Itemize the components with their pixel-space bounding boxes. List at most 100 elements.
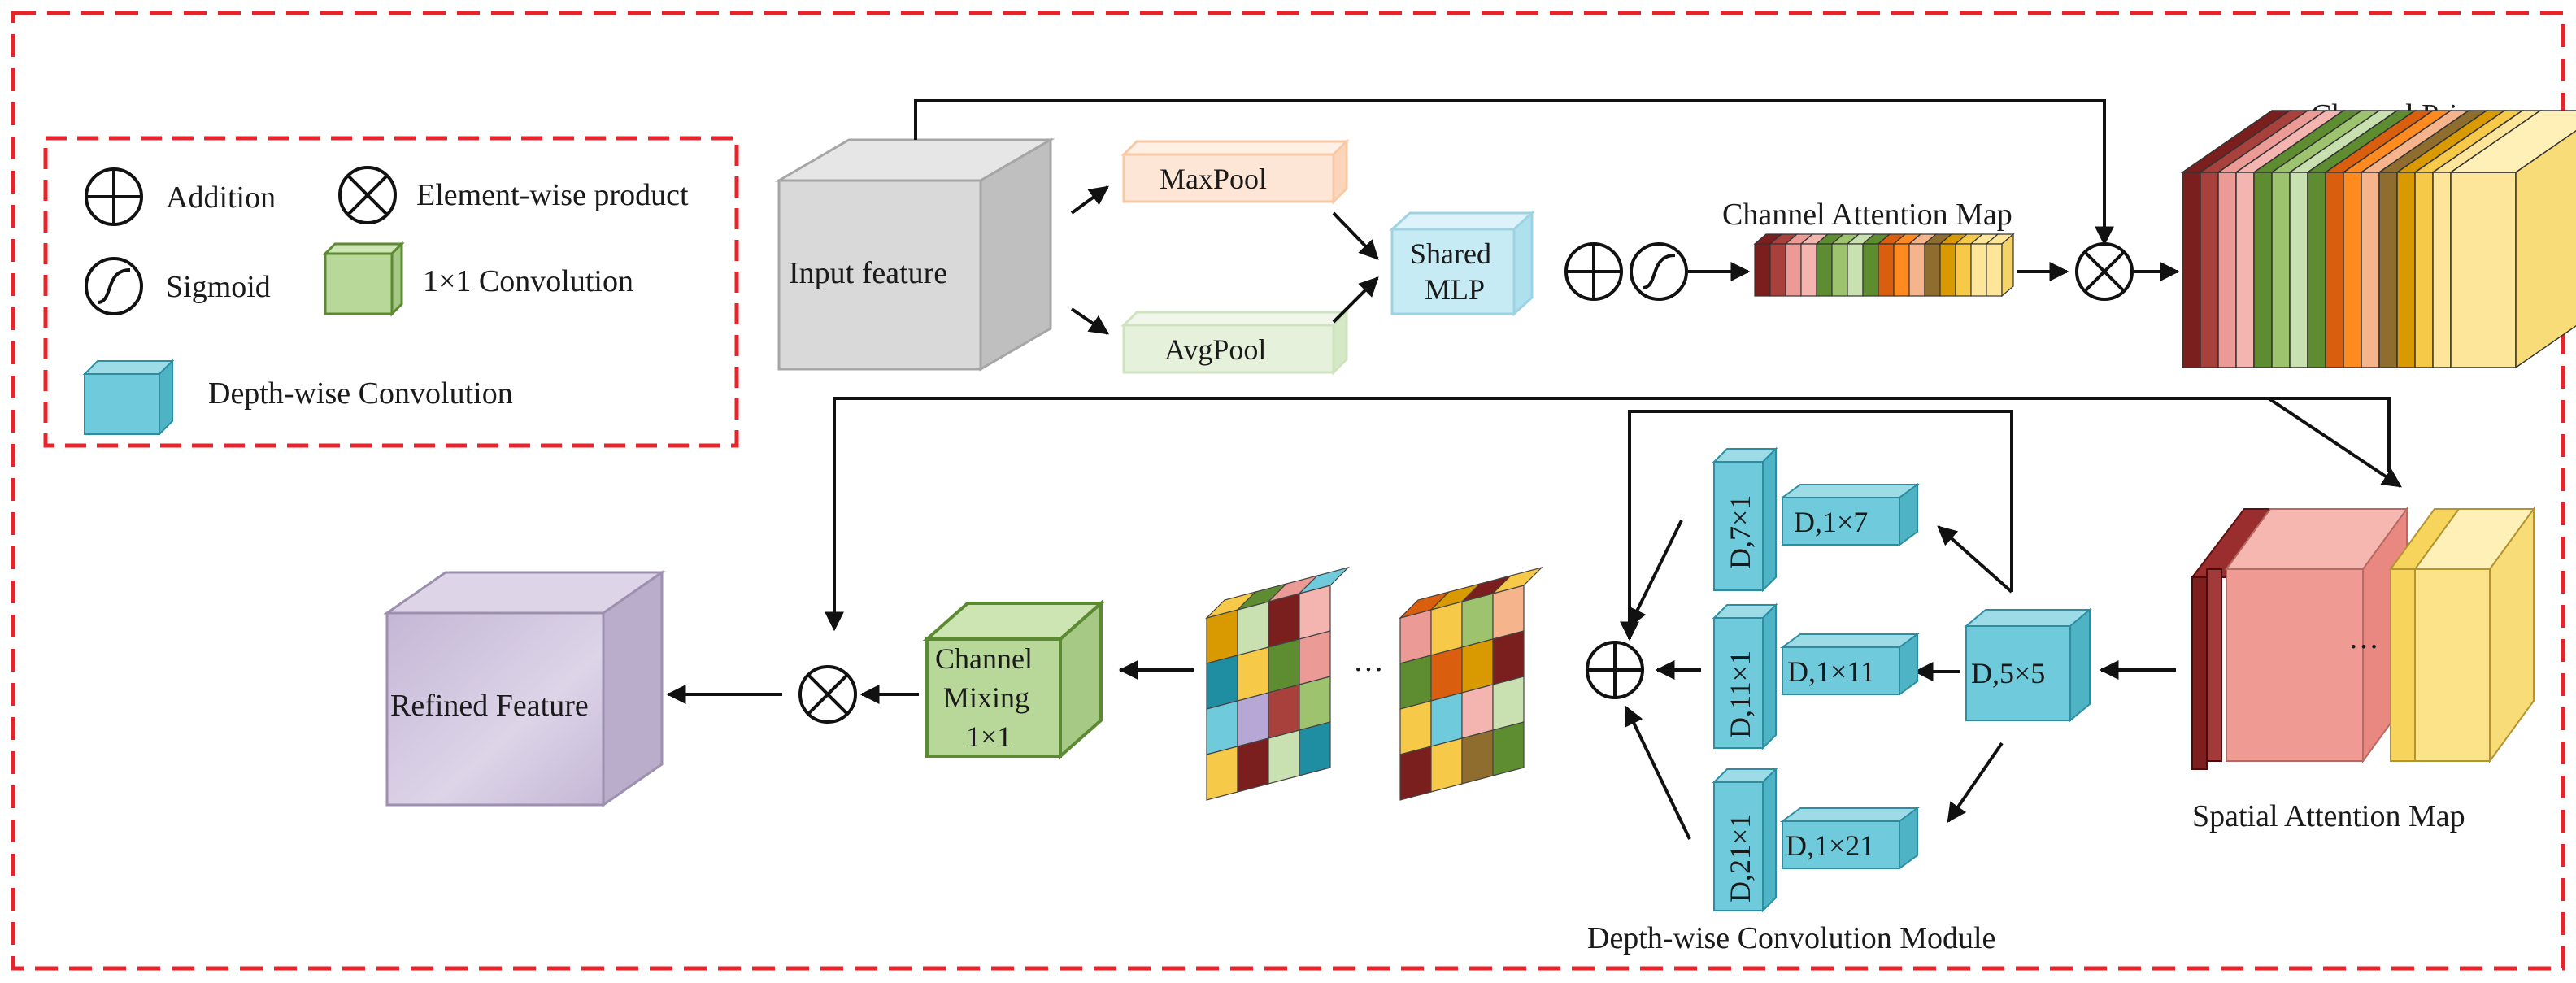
cam-cell [1847,243,1864,297]
channel-mixing-label-line1: Channel [935,642,1033,675]
channel-prior-stack [2180,110,2576,369]
input-feature-label: Input feature [789,256,947,290]
prior-slice [2432,172,2452,368]
d1x11-block [1779,633,1921,696]
product-op-top [2075,242,2134,301]
arrow-branch3-to-addition [1625,705,1691,840]
cam-cell [1862,243,1879,297]
prior-slice [2253,172,2273,368]
prior-slice [2414,172,2434,368]
shared-mlp-label-line1: Shared [1410,237,1491,270]
avgpool-label: AvgPool [1164,333,1266,366]
addition-op-bottom [1586,641,1644,699]
channel-mixing-label-line2: Mixing [943,681,1029,714]
feature-grid-right [1399,566,1543,801]
grid-cell [1461,729,1494,785]
arrow-d5x5-to-branch1 [1937,525,2013,594]
grid-cell [1461,638,1494,694]
grid-cell [1299,630,1331,685]
d21x1-block [1712,767,1778,913]
arrow-avgpool-to-mlp [1332,276,1379,324]
cam-cell [1955,243,1972,297]
cam-cell [1986,243,2003,297]
addition-op-top [1564,242,1623,301]
grid-top-cell [1298,566,1350,595]
skip-line-top [914,99,2114,246]
d1x21-block [1779,807,1921,870]
grid-cell [1430,737,1463,793]
maxpool-label: MaxPool [1160,163,1267,195]
prior-slice [2307,172,2326,368]
grid-cell [1206,655,1238,710]
d1x11-label: D,1×11 [1787,655,1875,688]
arrow-to-spatial-map [2267,397,2402,488]
cam-cell [1939,243,1956,297]
prior-front-face [2450,172,2517,368]
grid-cell [1461,684,1494,739]
cam-cell [1754,243,1771,297]
skip-d5x5-to-addition [1620,410,2013,642]
input-feature-cube [774,137,1055,372]
depthwise-cube-icon [82,359,175,437]
grid-cell [1268,638,1300,694]
cam-cell [1800,243,1817,297]
grid-cell [1430,692,1463,747]
grid-cell [1299,721,1331,776]
grid-cell [1399,655,1432,710]
grid-cell [1299,676,1331,731]
cam-cell [1924,243,1941,297]
grid-cell [1492,676,1525,731]
grid-cell [1237,737,1269,793]
grid-cell [1237,646,1269,702]
d21x1-label: D,21×1 [1724,814,1756,903]
feature-grid-left [1205,566,1350,801]
prior-slice [2289,172,2308,368]
cam-cell [1769,243,1786,297]
channel-attention-map-label: Channel Attention Map [1722,198,2012,232]
spatial-ellipsis: ··· [2348,630,2379,664]
conv1x1-cube-icon [322,241,405,317]
addition-icon [85,167,143,226]
legend-product-label: Element-wise product [416,178,689,212]
grid-cell [1430,646,1463,702]
cam-cell [1893,243,1910,297]
d1x21-label: D,1×21 [1786,829,1874,862]
grid-cell [1492,721,1525,776]
grid-cell [1237,601,1269,656]
grid-ellipsis: ··· [1353,653,1384,687]
cam-cell [1831,243,1848,297]
d1x7-label: D,1×7 [1794,506,1868,538]
prior-slice [2271,172,2291,368]
grid-cell [1268,684,1300,739]
arrow-d5x5-to-branch3 [1947,742,2004,823]
grid-cell [1299,585,1331,640]
grid-cell [1399,700,1432,755]
legend-depthwise-label: Depth-wise Convolution [208,376,513,411]
prior-slice [2200,172,2219,368]
grid-cell [1461,593,1494,648]
d11x1-label: D,11×1 [1724,650,1756,738]
cam-cell [1878,243,1895,297]
d7x1-block [1712,446,1778,593]
grid-cell [1492,630,1525,685]
d7x1-label: D,7×1 [1724,495,1756,569]
channel-mixing-label-line3: 1×1 [966,720,1012,753]
d1x7-block [1779,483,1921,546]
channel-attention-map [1753,233,2015,298]
cam-side [2001,233,2014,298]
grid-cell [1237,692,1269,747]
prior-slice [2343,172,2362,368]
channel-mixing-cube [922,599,1106,760]
grid-cell [1399,746,1432,801]
legend-conv1x1-label: 1×1 Convolution [423,264,633,298]
prior-slice [2217,172,2237,368]
sigmoid-op-top [1630,242,1688,301]
grid-cell [1268,729,1300,785]
grid-cell [1206,746,1238,801]
grid-cell [1206,609,1238,664]
d5x5-block [1964,607,2092,723]
arrow-input-to-maxpool [1070,185,1109,215]
product-icon [338,166,397,224]
maxpool-box [1120,138,1350,205]
legend-dashed-border [43,136,739,448]
